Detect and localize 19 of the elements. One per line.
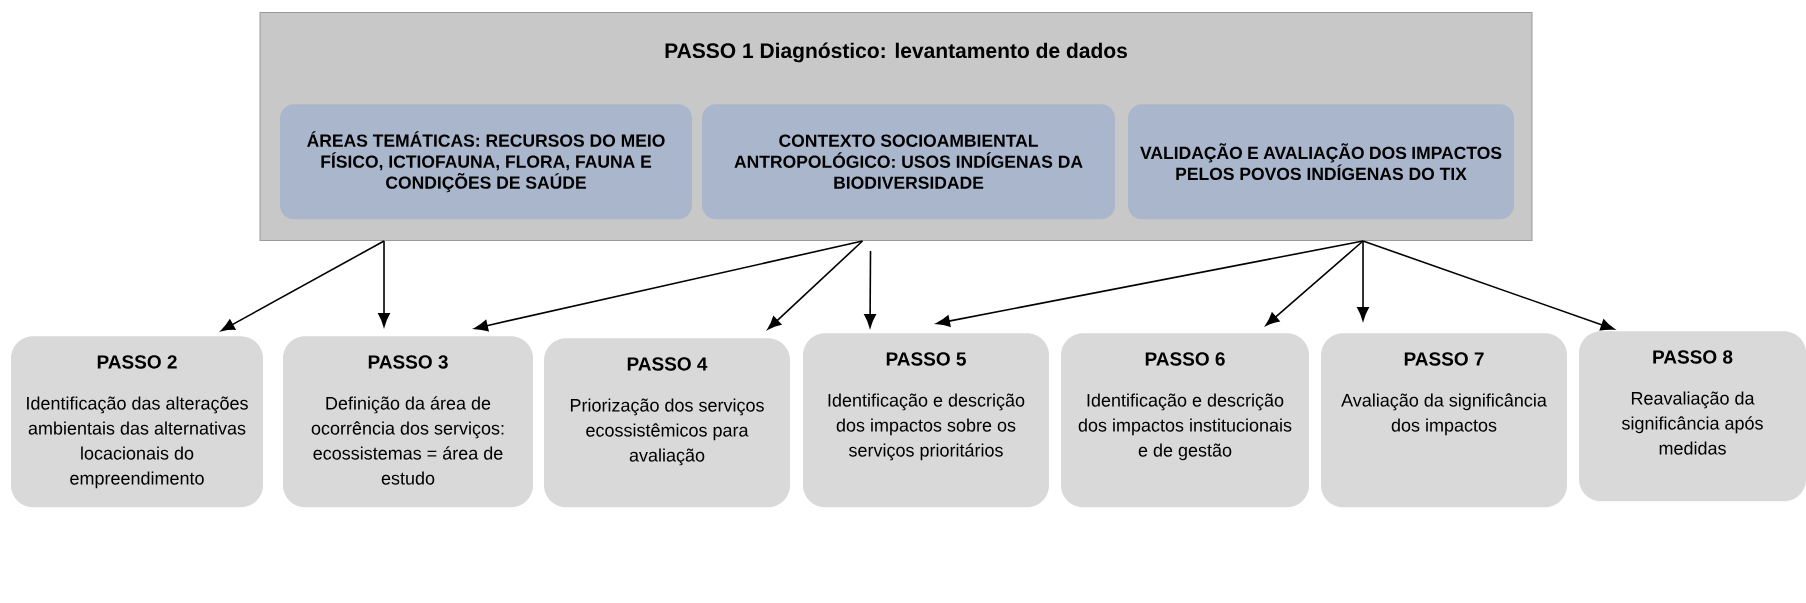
arrow [1362,240,1615,331]
category-box: VALIDAÇÃO E AVALIAÇÃO DOS IMPACTOS PELOS POVOS INDÍGENAS DO TIX [1128,104,1514,220]
step-box: PASSO 4 Priorização dos serviços ecossistêmicos para avaliação [544,338,790,508]
step-box: PASSO 3 Definição da área de ocorrência dos serviços: ecossistemas = área de estudo [283,336,533,508]
category-box: CONTEXTO SOCIOAMBIENTAL ANTROPOLÓGICO: USOS INDÍGENAS DA BIODIVERSIDADE [702,104,1115,220]
step-box: PASSO 8 Reavaliação da significância após medidas [1579,331,1806,502]
arrow [1265,240,1364,326]
step-box: PASSO 2 Identificação das alterações ambientais das alternativas locacionais do empreendimento [11,336,263,508]
arrow [864,250,876,328]
step-box: PASSO 5 Identificação e descrição dos impactos sobre os serviços prioritários [803,333,1049,508]
step-box: PASSO 7 Avaliação da significância dos impactos [1321,333,1567,508]
arrow [936,240,1364,327]
arrow [474,240,864,332]
category-box: ÁREAS TEMÁTICAS: RECURSOS DO MEIO FÍSICO, ICTIOFAUNA, FLORA, FAUNA E CONDIÇÕES DE SAÚDE [280,104,692,220]
arrow [767,240,864,330]
step-box: PASSO 6 Identificação e descrição dos impactos institucionais e de gestão [1061,333,1309,508]
arrow [378,240,390,327]
arrow [1357,240,1369,321]
arrow [220,240,385,332]
